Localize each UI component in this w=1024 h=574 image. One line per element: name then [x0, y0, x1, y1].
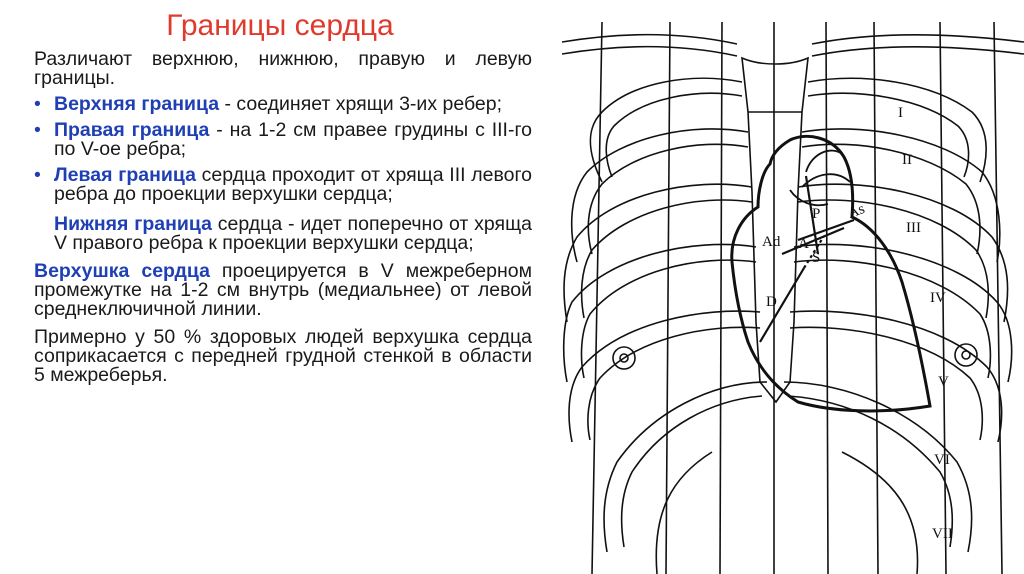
slide-title: Границы сердца	[166, 9, 394, 42]
intro-paragraph: Различают верхнюю, нижнюю, правую и леву…	[34, 48, 532, 89]
ribs-right	[783, 77, 1013, 574]
list-item-left-border: • Левая граница сердца проходит от хряща…	[34, 164, 532, 205]
great-vessels	[789, 149, 851, 207]
chest-heart-diagram: I II III IV V VI VII As P Ad A S D	[562, 22, 1024, 574]
term-apex: Верхушка сердца	[34, 260, 210, 282]
sternum	[741, 56, 809, 404]
list-item-lower-border: Нижняя граница сердца - идет поперечно о…	[34, 213, 532, 254]
rib-label-3: III	[906, 220, 921, 236]
text-lower-border: сердца - идет поперечно от хряща V право…	[54, 213, 532, 254]
bullet-icon: •	[34, 93, 41, 115]
valve-label-d: D	[766, 294, 777, 310]
heart-outline	[730, 134, 932, 413]
text-left-border: сердца проходит от хряща III левого ребр…	[54, 164, 532, 205]
valve-label-as: As	[846, 201, 867, 222]
ribs-left	[562, 77, 768, 574]
text-right-border: - на 1-2 см правее грудины с III-го по V…	[54, 119, 532, 160]
list-item-right-border: • Правая граница - на 1-2 см правее груд…	[34, 119, 532, 160]
valve-label-s: S	[812, 250, 820, 266]
valve-label-a: A	[798, 236, 809, 252]
list-item-upper-border: • Верхняя граница - соединяет хрящи 3-их…	[34, 93, 532, 115]
term-left-border: Левая граница	[54, 164, 196, 186]
nipple-markers	[612, 343, 978, 370]
bullet-icon: •	[34, 164, 41, 186]
slide-text: Различают верхнюю, нижнюю, правую и леву…	[34, 48, 532, 386]
closing-paragraph: Примерно у 50 % здоровых людей верхушка …	[34, 326, 532, 386]
rib-labels: I II III IV V VI VII	[898, 105, 953, 542]
term-upper-border: Верхняя граница	[54, 93, 220, 115]
heart-borders-illustration: I II III IV V VI VII As P Ad A S D	[562, 22, 1024, 574]
valve-lines	[759, 175, 855, 343]
rib-label-7: VII	[932, 526, 953, 542]
term-lower-border: Нижняя граница	[54, 213, 212, 235]
rib-label-2: II	[902, 152, 912, 168]
apex-paragraph: Верхушка сердца проецируется в V межребе…	[34, 260, 532, 320]
rib-label-6: VI	[934, 452, 950, 468]
bullet-icon: •	[34, 119, 41, 141]
valve-labels: As P Ad A S D	[762, 201, 867, 310]
term-right-border: Правая граница	[54, 119, 210, 141]
valve-label-ad: Ad	[762, 234, 781, 250]
clavicles	[562, 33, 1024, 57]
text-upper-border: - соединяет хрящи 3-их ребер;	[219, 93, 503, 115]
text-apex: проецируется в V межреберном промежутке …	[34, 260, 532, 320]
rib-label-1: I	[898, 105, 903, 121]
valve-label-p: P	[812, 206, 820, 222]
rib-label-5: V	[938, 374, 949, 390]
rib-label-4: IV	[930, 290, 946, 306]
